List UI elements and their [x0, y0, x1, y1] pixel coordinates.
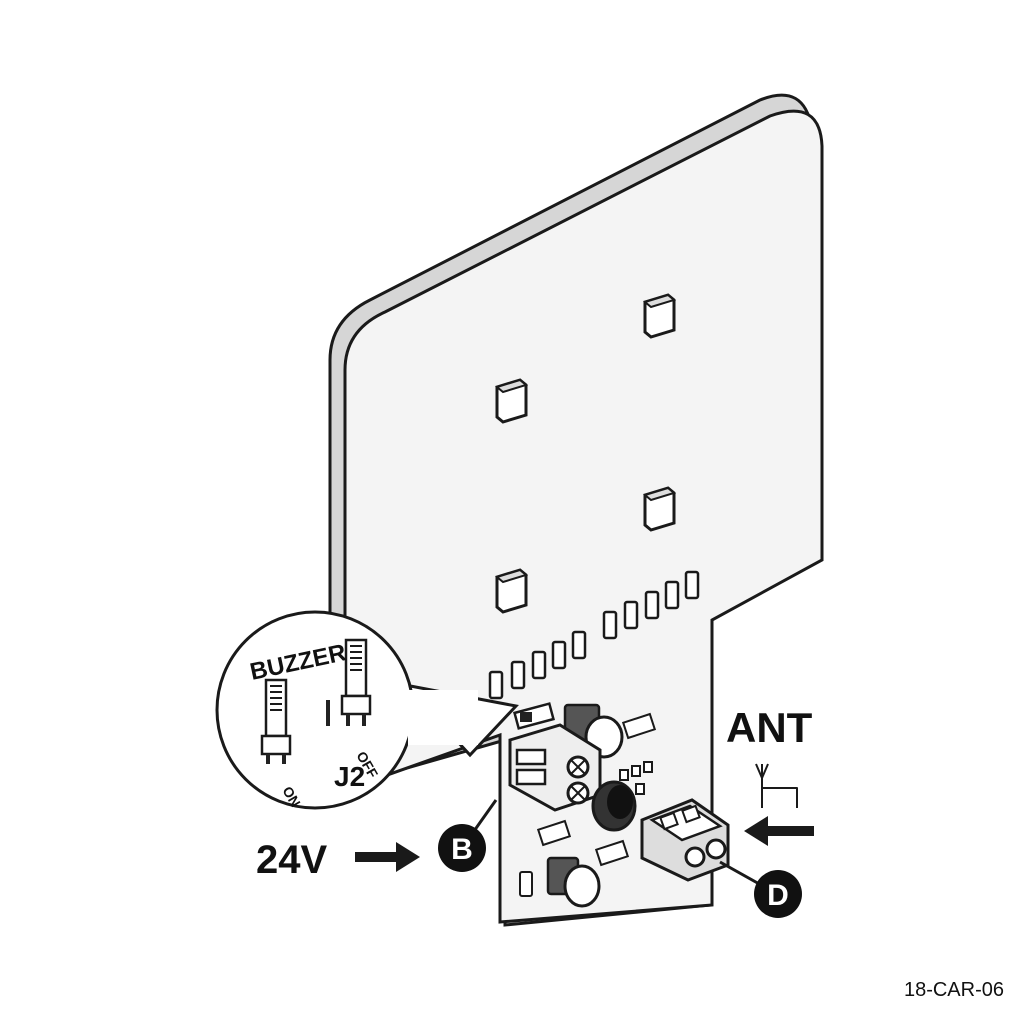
- pad-2: [494, 378, 529, 424]
- buzzer-callout: BUZZER ON OFF J2: [215, 610, 519, 810]
- antenna-icon: [755, 763, 798, 808]
- ant-arrow: [744, 816, 814, 846]
- figure-code: 18-CAR-06: [903, 979, 1004, 1001]
- terminal-block-antenna: [640, 798, 730, 882]
- callout-b-label: B: [451, 833, 473, 866]
- capacitor-dark: [591, 780, 637, 832]
- voltage-arrow: [355, 842, 420, 872]
- j2-label: J2: [334, 761, 365, 792]
- callout-d-label: D: [767, 879, 789, 912]
- jumper-off-detail: [326, 638, 372, 726]
- jumper-j2: [513, 702, 555, 730]
- ant-label: ANT: [726, 704, 813, 751]
- pad-1: [642, 293, 677, 339]
- pad-3: [642, 486, 677, 532]
- board-pads: [494, 293, 677, 614]
- led-row-right: [602, 570, 700, 640]
- pad-4: [494, 568, 529, 614]
- chips-small: [519, 712, 657, 897]
- jumper-on-detail: [260, 678, 292, 764]
- led-row-left: [488, 630, 587, 700]
- callout-d: D: [719, 860, 802, 918]
- callout-b: B: [438, 799, 498, 872]
- capacitor-bottom: [546, 856, 601, 908]
- voltage-label: 24V: [256, 838, 327, 882]
